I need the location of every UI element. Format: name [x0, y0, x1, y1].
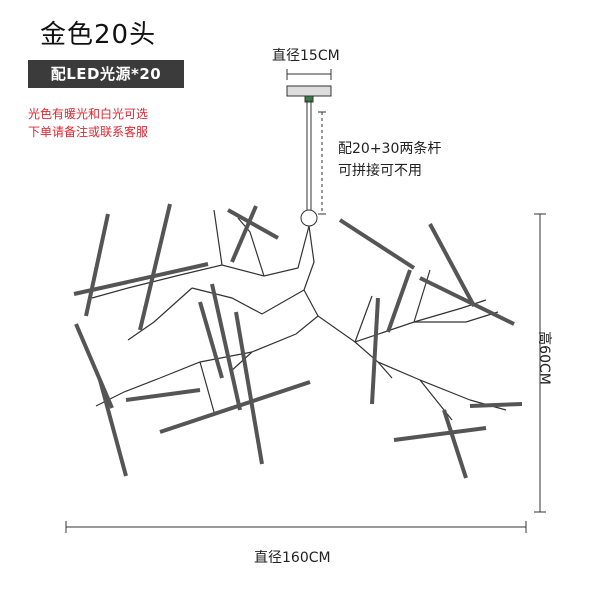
diameter-label: 直径160CM: [254, 550, 331, 566]
height-dimension-line: [534, 213, 546, 513]
rod-note-line-2: 可拼接可不用: [338, 163, 422, 179]
product-title: 金色20头: [40, 20, 157, 50]
note-line-1: 光色有暖光和白光可选: [28, 107, 149, 121]
note-line-2: 下单请备注或联系客服: [28, 125, 149, 139]
led-badge: 配LED光源*20: [28, 60, 184, 88]
branch-frame: [91, 209, 507, 421]
rod-note-line-1: 配20+30两条杆: [338, 141, 442, 157]
canopy-dimension-line: [286, 69, 332, 80]
diameter-dimension-line: [65, 521, 527, 533]
canopy: [286, 85, 332, 103]
suspension-rod: [300, 100, 318, 227]
light-tubes: [73, 203, 523, 479]
canopy-diameter-label: 直径15CM: [272, 48, 340, 64]
